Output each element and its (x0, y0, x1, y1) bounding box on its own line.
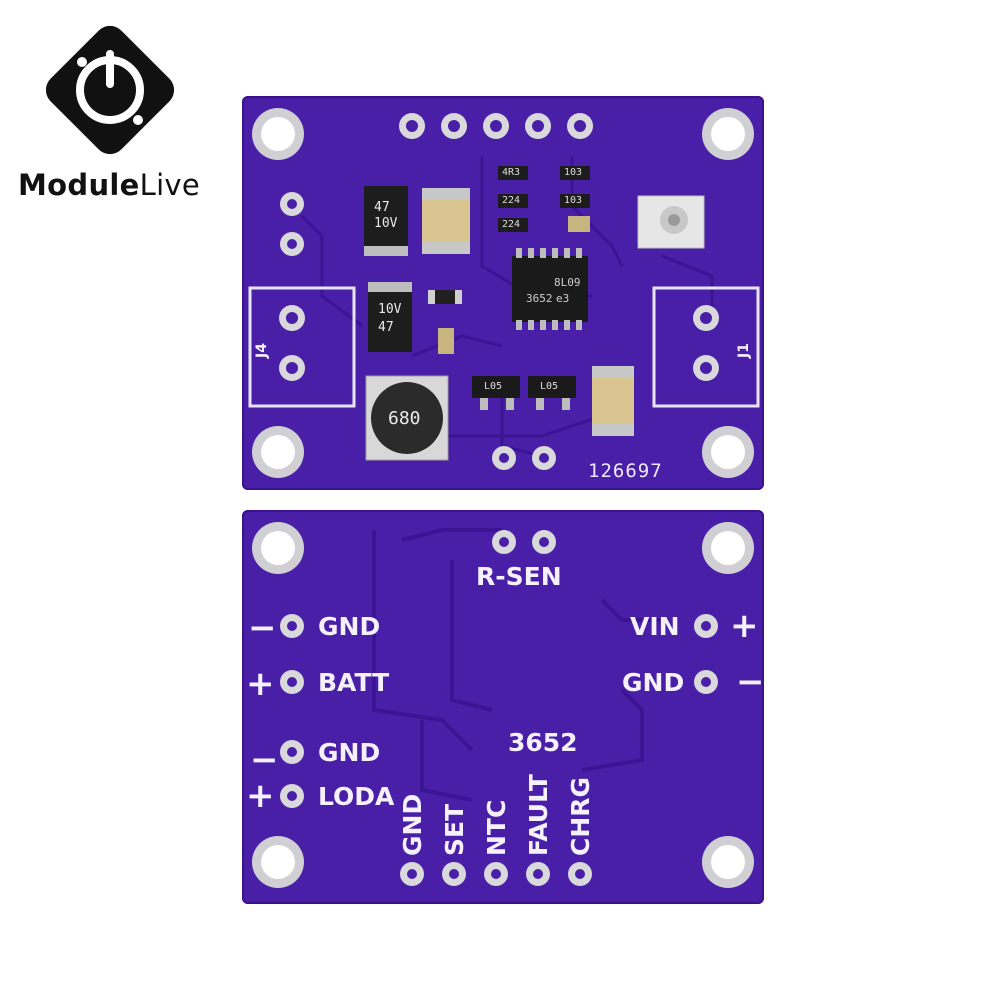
tantalum-capacitor (364, 186, 408, 256)
smd-resistors (498, 166, 590, 232)
right-pin-label: VIN (630, 612, 680, 641)
mounting-hole (252, 836, 304, 888)
left-pin-label: GND (318, 612, 381, 641)
mounting-hole (702, 522, 754, 574)
j1-label: J1 (736, 343, 752, 358)
left-pin-label: GND (318, 738, 381, 767)
left-pin-sign: − (248, 608, 277, 648)
resistor-marking: 224 (502, 195, 521, 206)
charger-ic-3652 (512, 248, 588, 330)
cap-value-text: 47 (378, 320, 394, 335)
cap-voltage-text: 10V (378, 302, 402, 317)
j1-connector-outline (652, 286, 760, 408)
right-pin-sign: − (736, 662, 765, 702)
left-pin-sign: − (250, 740, 279, 780)
pcb-top-view: J4 J1 47 10V 47 10V 4R3 103 224 103 224 … (242, 96, 764, 490)
bottom-pin-label: FAULT (524, 774, 553, 856)
left-pin-label: LODA (318, 782, 395, 811)
j4-label: J4 (254, 343, 270, 358)
small-capacitor (438, 328, 454, 354)
ic-marking-line3: e3 (556, 292, 570, 305)
mounting-hole (252, 426, 304, 478)
diode-marking: L05 (540, 381, 559, 392)
trimmer-potentiometer (637, 195, 705, 249)
schottky-diode (472, 376, 520, 410)
brand-name-regular: Live (139, 168, 201, 202)
rsen-label: R-SEN (476, 562, 562, 591)
brand-name: ModuleLive (18, 168, 200, 202)
resistor-marking: 224 (502, 219, 521, 230)
left-pin-sign: + (246, 776, 275, 816)
board-serial-number: 126697 (588, 460, 663, 482)
mounting-hole (702, 836, 754, 888)
brand-name-bold: Module (18, 168, 140, 202)
brand-logo (34, 14, 186, 171)
pcb-top-traces (248, 108, 760, 478)
right-pin-label: GND (622, 668, 685, 697)
cap-voltage-text: 10V (374, 216, 398, 231)
pcb-bottom-view: R-SEN − GND + BATT − GND + LODA VIN + GN… (242, 510, 765, 904)
cap-value-text: 47 (374, 200, 390, 215)
diode-marking: L05 (484, 381, 503, 392)
circuit-power-logo-icon (45, 25, 175, 155)
bottom-pin-label: GND (398, 793, 427, 856)
chip-label: 3652 (508, 728, 578, 757)
ic-marking-line1: 3652 (526, 292, 553, 305)
schottky-diode (528, 376, 576, 410)
ceramic-capacitor (422, 188, 470, 254)
resistor-marking: 103 (564, 167, 583, 178)
left-pin-sign: + (246, 664, 275, 704)
bottom-pin-label: CHRG (566, 776, 595, 856)
resistor-marking: 4R3 (502, 167, 521, 178)
mounting-hole (252, 522, 304, 574)
mounting-hole (702, 426, 754, 478)
bottom-pin-label: NTC (482, 799, 511, 856)
j4-connector-outline (248, 286, 356, 408)
mounting-hole (702, 108, 754, 160)
resistor-marking: 103 (564, 195, 583, 206)
mounting-hole (252, 108, 304, 160)
right-pin-sign: + (730, 606, 759, 646)
small-resistor (428, 290, 462, 304)
power-inductor (365, 375, 449, 461)
left-pin-label: BATT (318, 668, 390, 697)
inductor-marking: 680 (388, 408, 421, 429)
pcb-bottom-traces (252, 522, 754, 888)
ceramic-capacitor (592, 366, 634, 436)
bottom-pin-label: SET (440, 803, 469, 856)
tantalum-capacitor (368, 282, 412, 352)
ic-marking-line2: 8L09 (554, 276, 581, 289)
